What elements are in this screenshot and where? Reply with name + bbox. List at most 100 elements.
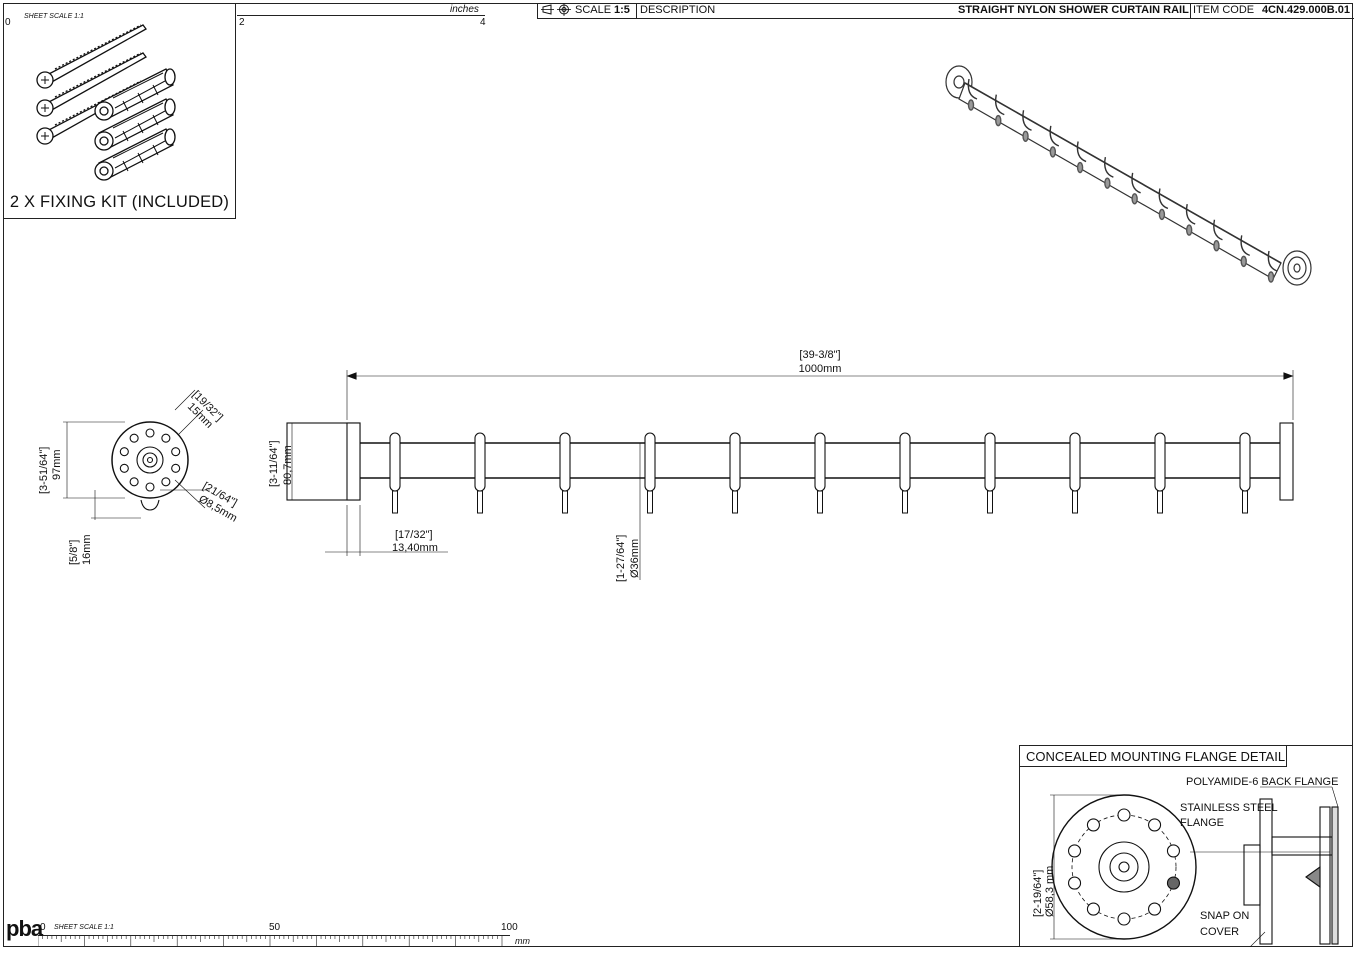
iso-ring — [1240, 235, 1251, 268]
projection-symbol-icon — [541, 3, 573, 18]
iso-ring — [1022, 110, 1032, 142]
top-ruler-tick-2: 2 — [239, 17, 245, 28]
mounting-hole — [145, 428, 155, 438]
detail-mounting-hole — [1086, 818, 1100, 832]
iso-ring — [1185, 203, 1196, 236]
drawing-frame — [3, 3, 1353, 947]
front-view-flange-h-in: [3-11/64"] — [268, 440, 280, 487]
isometric-rail-view — [945, 65, 1312, 286]
mounting-hole — [129, 477, 139, 487]
top-sheet-scale: SHEET SCALE 1:1 — [24, 13, 84, 20]
flange-detail-label-steel-2: FLANGE — [1180, 817, 1224, 829]
scale-value: 1:5 — [614, 4, 630, 16]
curtain-ring — [814, 432, 826, 514]
screw-1 — [36, 24, 147, 89]
bottom-ruler — [38, 935, 510, 936]
front-view-flange-h-mm: 80,7mm — [282, 445, 294, 485]
iso-ring — [1158, 188, 1169, 221]
iso-ring — [1267, 250, 1278, 283]
iso-rings — [967, 78, 1278, 283]
flange-detail-drawing: [2-19/64"] Ø58,3 mm POLYAMIDE-6 BACK FLA… — [1032, 776, 1339, 947]
detail-mounting-hole — [1117, 912, 1131, 926]
fixing-kit-illustration — [36, 24, 176, 181]
top-ruler-tick-0: 0 — [5, 17, 11, 28]
front-view-tube-in: [1-27/64"] — [615, 535, 627, 582]
mounting-hole — [171, 447, 181, 457]
flange-detail-label-steel-1: STAINLESS STEEL — [1180, 802, 1278, 814]
flange-detail-diameter-in: [2-19/64"] — [1032, 870, 1044, 917]
detail-mounting-hole — [1086, 902, 1100, 916]
curtain-ring — [474, 432, 486, 514]
wall-plug-3 — [94, 128, 176, 181]
front-view-right-flange — [1279, 422, 1294, 501]
iso-ring — [1131, 172, 1141, 205]
item-code-label: ITEM CODE — [1193, 4, 1255, 16]
curtain-ring — [1154, 432, 1166, 514]
top-ruler-tick-4: 4 — [480, 17, 486, 28]
iso-ring — [1104, 157, 1114, 189]
detail-mounting-hole — [1117, 808, 1131, 822]
curtain-ring — [1069, 432, 1081, 514]
description-label: DESCRIPTION — [640, 4, 716, 16]
detail-mounting-hole — [1166, 876, 1181, 890]
top-ruler-unit: inches — [450, 4, 479, 15]
description-value: STRAIGHT NYLON SHOWER CURTAIN RAIL — [958, 4, 1189, 16]
bottom-ruler-tick-50: 50 — [269, 922, 281, 933]
title-block: SCALE 1:5 DESCRIPTION STRAIGHT NYLON SHO… — [537, 3, 1354, 19]
fixing-kit-panel: 2 X FIXING KIT (INCLUDED) — [3, 3, 236, 219]
bottom-ruler-tick-100: 100 — [501, 922, 518, 933]
flange-detail-label-cover-2: COVER — [1200, 926, 1239, 938]
curtain-ring — [729, 432, 741, 514]
detail-mounting-hole — [1148, 818, 1162, 832]
end-view-offset-in: [5/8"] — [68, 540, 80, 565]
flange-detail-label-cover-1: SNAP ON — [1200, 910, 1249, 922]
detail-mounting-hole — [1166, 844, 1181, 858]
mounting-hole — [119, 447, 129, 457]
mounting-hole — [161, 433, 171, 443]
flange-detail-panel: CONCEALED MOUNTING FLANGE DETAIL [2- — [1019, 745, 1353, 947]
screw-2 — [36, 52, 147, 117]
flange-detail-diameter-mm: Ø58,3 mm — [1044, 866, 1056, 917]
curtain-ring — [899, 432, 911, 514]
end-view-flange-circle — [111, 421, 189, 499]
fixing-kit-label: 2 X FIXING KIT (INCLUDED) — [9, 193, 230, 211]
mounting-hole — [129, 433, 139, 443]
scale-label: SCALE — [575, 4, 612, 16]
flange-detail-title: CONCEALED MOUNTING FLANGE DETAIL — [1020, 746, 1287, 767]
bottom-sheet-scale: SHEET SCALE 1:1 — [54, 924, 114, 931]
front-view-flange-t-in: [17/32"] — [395, 529, 433, 541]
detail-mounting-hole — [1148, 902, 1162, 916]
flange-detail-label-back-flange: POLYAMIDE-6 BACK FLANGE — [1186, 776, 1338, 788]
iso-ring — [967, 78, 978, 111]
curtain-ring — [644, 432, 656, 514]
mounting-hole — [171, 463, 181, 473]
bottom-ruler-unit: mm — [515, 936, 530, 946]
mounting-hole — [145, 482, 155, 492]
end-view-drawing: [3-51/64"] 97mm [5/8"] 16mm [19/32"] 15m… — [38, 389, 239, 565]
pba-logo: pba — [6, 916, 43, 941]
detail-mounting-hole — [1067, 844, 1082, 858]
front-view-drawing: [39-3/8"] 1000mm [3-11/64"] 80,7mm [17/3… — [268, 349, 1294, 582]
wall-plug-2 — [94, 98, 176, 151]
top-ruler — [237, 3, 485, 16]
iso-tube — [958, 82, 1282, 280]
iso-ring — [1213, 219, 1223, 252]
iso-ring — [1049, 125, 1060, 158]
front-view-length-in: [39-3/8"] — [799, 349, 840, 361]
curtain-ring — [984, 432, 996, 514]
mounting-hole — [161, 477, 171, 487]
end-view-height-mm: 97mm — [51, 449, 63, 480]
iso-ring — [994, 94, 1005, 127]
mounting-hole — [119, 463, 129, 473]
detail-mounting-hole — [1067, 876, 1082, 890]
end-view-offset-mm: 16mm — [81, 534, 93, 565]
wall-plug-1 — [94, 68, 176, 121]
bottom-ruler-ticks — [37, 935, 510, 947]
front-view-length-mm: 1000mm — [799, 363, 842, 375]
curtain-ring — [559, 432, 571, 514]
iso-ring — [1076, 141, 1087, 174]
end-view-height-in: [3-51/64"] — [38, 447, 50, 494]
front-view-tube-mm: Ø36mm — [629, 539, 641, 578]
front-view-flange-t-mm: 13,40mm — [392, 542, 438, 554]
curtain-ring — [389, 432, 401, 514]
